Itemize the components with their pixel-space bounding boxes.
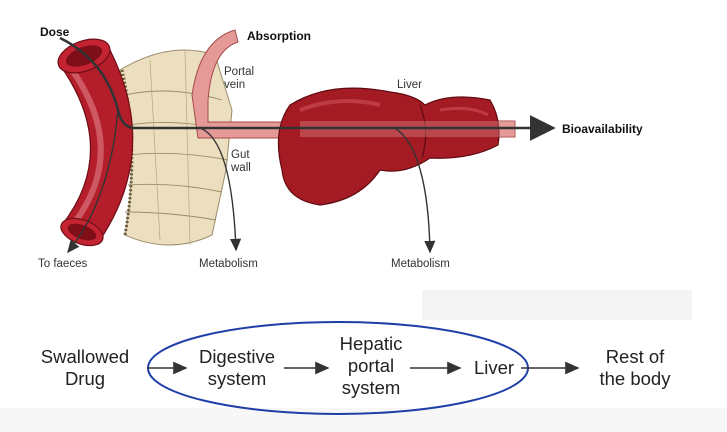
- liver-organ: [277, 87, 515, 206]
- dose-label: Dose: [40, 25, 70, 39]
- gut-tube: [57, 38, 134, 247]
- drug-path-arrows: [59, 36, 556, 254]
- flow-node-hepatic-portal-system: Hepatic portal system: [339, 333, 403, 398]
- flow-node-digestive-system: Digestive system: [198, 346, 276, 389]
- metabolism-liver-label: Metabolism: [391, 258, 450, 270]
- gut-wall-villi: [119, 49, 233, 246]
- flow-node-liver: Liver: [473, 357, 515, 378]
- metabolism-gut-label: Metabolism: [199, 258, 258, 270]
- background-shade-bottom: [0, 408, 727, 432]
- gut-wall-label: Gut wall: [231, 149, 251, 174]
- bioavailability-label: Bioavailability: [562, 122, 643, 136]
- portal-vein-label: Portal vein: [224, 66, 255, 91]
- to-faeces-label: To faeces: [38, 258, 88, 270]
- background-shade-top: [422, 290, 692, 320]
- flow-node-rest-of-body: Rest of the body: [599, 346, 671, 389]
- flow-diagram: [147, 321, 580, 415]
- liver-label: Liver: [397, 79, 422, 91]
- absorption-label: Absorption: [247, 29, 311, 43]
- flow-node-swallowed-drug: Swallowed Drug: [40, 346, 130, 389]
